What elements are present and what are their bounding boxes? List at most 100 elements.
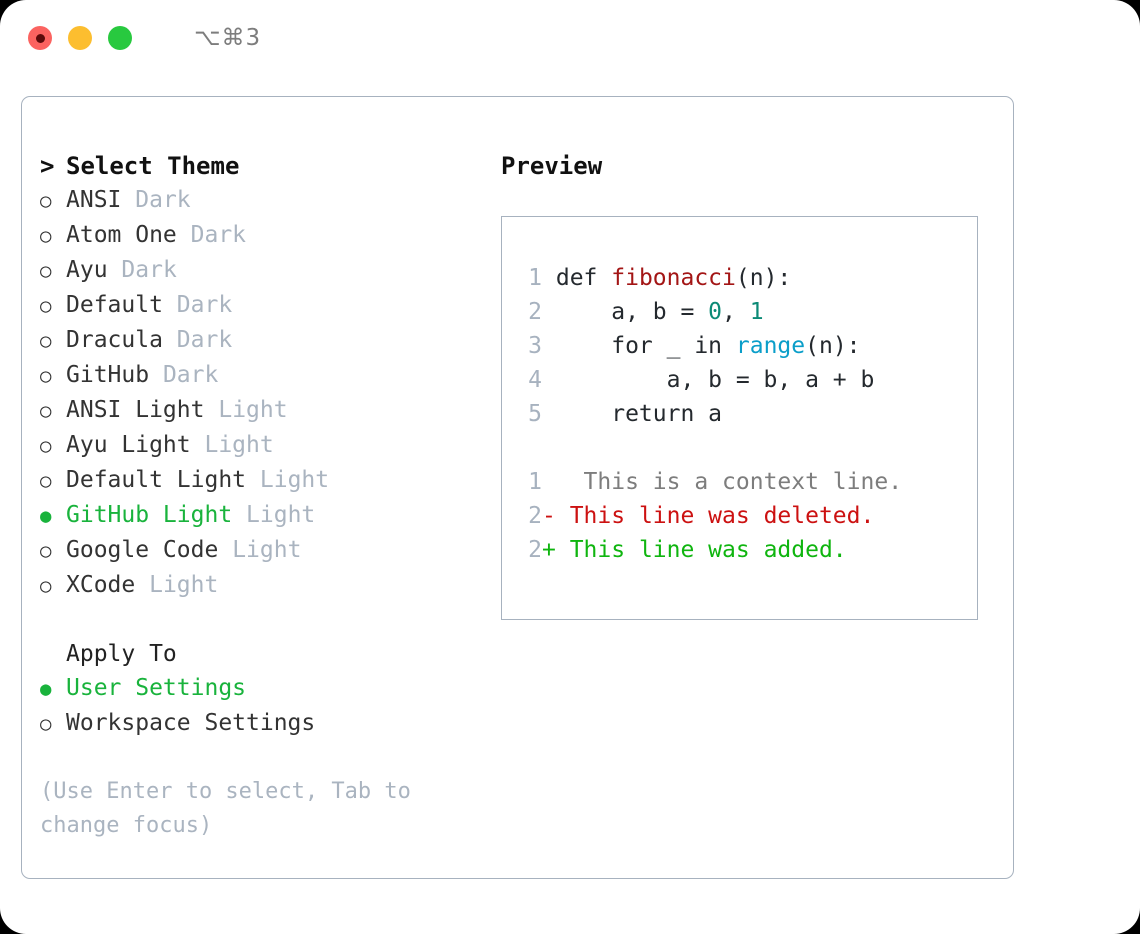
diff-text: This is a context line. (555, 469, 903, 495)
theme-picker-pane: > Select Theme ○ ANSI Dark ○ Atom One Dark … (22, 97, 492, 878)
theme-list-item[interactable]: ○ GitHub Dark (40, 358, 492, 393)
apply-to-option-workspace[interactable]: ○ Workspace Settings (40, 706, 492, 741)
line-number: 1 (528, 469, 542, 495)
code-line: 1 def fibonacci(n): (520, 261, 977, 295)
titlebar: ⌥⌘3 (0, 0, 1140, 76)
code-line: 5 return a (520, 397, 977, 431)
code-text: for _ in (542, 333, 736, 359)
list-spacer (40, 603, 492, 637)
code-line: 3 for _ in range(n): (520, 329, 977, 363)
preview-box: 1 def fibonacci(n): 2 a, b = 0, 1 3 for … (501, 216, 978, 620)
radio-icon[interactable]: ○ (40, 365, 52, 387)
line-number: 1 (528, 265, 542, 291)
radio-icon[interactable]: ○ (40, 400, 52, 422)
line-number: 3 (528, 333, 542, 359)
function-name: fibonacci (611, 265, 736, 291)
radio-icon[interactable]: ○ (40, 575, 52, 597)
minimize-button[interactable] (68, 26, 92, 50)
theme-list-item[interactable]: ○ Ayu Light Light (40, 428, 492, 463)
number-literal: 1 (749, 299, 764, 325)
line-number: 5 (528, 401, 542, 427)
radio-icon-selected[interactable]: ● (40, 505, 52, 527)
theme-list: ○ ANSI Dark ○ Atom One Dark ○ Ayu Dark ○ Def… (40, 183, 492, 603)
radio-icon[interactable]: ○ (40, 190, 52, 212)
theme-label: XCode (66, 572, 136, 598)
theme-label: Ayu Light (66, 432, 191, 458)
theme-variant: Light (259, 467, 330, 493)
theme-list-item[interactable]: ○ Default Light Light (40, 463, 492, 498)
radio-icon[interactable]: ○ (40, 225, 52, 247)
code-line: 4 a, b = b, a + b (520, 363, 977, 397)
radio-icon[interactable]: ○ (40, 470, 52, 492)
theme-list-item[interactable]: ○ Dracula Dark (40, 323, 492, 358)
theme-variant: Light (232, 537, 302, 563)
code-text: a, b = b, a + b (542, 367, 875, 393)
theme-label: Dracula (66, 327, 163, 353)
apply-to-label: Workspace Settings (66, 710, 316, 736)
theme-variant: Light (246, 502, 316, 528)
line-number: 2 (528, 299, 542, 325)
theme-label: ANSI Light (66, 397, 205, 423)
line-number: 4 (528, 367, 542, 393)
code-text: a, b = (542, 299, 709, 325)
diff-line-deleted: 2- This line was deleted. (520, 499, 977, 533)
theme-list-item[interactable]: ○ ANSI Dark (40, 183, 492, 218)
radio-icon[interactable]: ○ (40, 260, 52, 282)
theme-variant: Dark (176, 292, 233, 318)
theme-label: Default (66, 292, 163, 318)
theme-label: Atom One (66, 222, 177, 248)
theme-list-item[interactable]: ○ Atom One Dark (40, 218, 492, 253)
radio-icon[interactable]: ○ (40, 330, 52, 352)
radio-icon-selected[interactable]: ● (40, 678, 52, 700)
theme-variant: Dark (190, 222, 247, 248)
apply-to-options: ●User Settings ○ Workspace Settings (40, 671, 492, 741)
number-literal: 0 (708, 299, 723, 325)
diff-text: This line was deleted. (555, 503, 875, 529)
page-title: > Select Theme (40, 149, 492, 183)
theme-list-item[interactable]: ○ Google Code Light (40, 533, 492, 568)
keyboard-shortcut-label: ⌥⌘3 (194, 25, 262, 51)
theme-label: GitHub Light (66, 502, 233, 528)
apply-to-title: Apply To (66, 641, 177, 667)
theme-label: ANSI (66, 187, 122, 213)
diff-marker: - (542, 503, 556, 529)
theme-variant: Light (204, 432, 274, 458)
code-line: 2 a, b = 0, 1 (520, 295, 977, 329)
close-button[interactable] (28, 26, 52, 50)
theme-label: Default Light (66, 467, 247, 493)
radio-icon[interactable]: ○ (40, 295, 52, 317)
theme-variant: Dark (135, 187, 191, 213)
theme-variant: Dark (162, 362, 219, 388)
theme-list-item[interactable]: ○ Default Dark (40, 288, 492, 323)
theme-list-item[interactable]: ○ XCode Light (40, 568, 492, 603)
radio-icon[interactable]: ○ (40, 435, 52, 457)
apply-to-option-user[interactable]: ●User Settings (40, 671, 492, 706)
diff-marker: + (542, 537, 556, 563)
line-number: 2 (528, 503, 542, 529)
maximize-button[interactable] (108, 26, 132, 50)
code-text: return a (542, 401, 723, 427)
main-panel: > Select Theme ○ ANSI Dark ○ Atom One Dark … (21, 96, 1014, 879)
diff-separator (520, 431, 977, 465)
code-text: (n): (805, 333, 861, 359)
theme-label: GitHub (66, 362, 150, 388)
theme-list-item-selected[interactable]: ● GitHub Light Light (40, 498, 492, 533)
theme-label: Ayu (66, 257, 108, 283)
radio-icon[interactable]: ○ (40, 540, 52, 562)
caret-icon: > (40, 152, 55, 180)
diff-text: This line was added. (555, 537, 847, 563)
preview-pane: Preview 1 def fibonacci(n): 2 a, b = 0, … (492, 97, 1013, 878)
code-text: def (542, 265, 612, 291)
theme-variant: Dark (176, 327, 233, 353)
radio-icon[interactable]: ○ (40, 713, 52, 735)
theme-variant: Light (149, 572, 219, 598)
theme-meta (121, 183, 135, 217)
theme-list-item[interactable]: ○ ANSI Light Light (40, 393, 492, 428)
page-title-text: Select Theme (66, 152, 240, 180)
code-text: (n): (735, 265, 792, 291)
theme-list-item[interactable]: ○ Ayu Dark (40, 253, 492, 288)
theme-label: Google Code (66, 537, 219, 563)
theme-variant: Dark (121, 257, 177, 283)
theme-variant: Light (218, 397, 288, 423)
